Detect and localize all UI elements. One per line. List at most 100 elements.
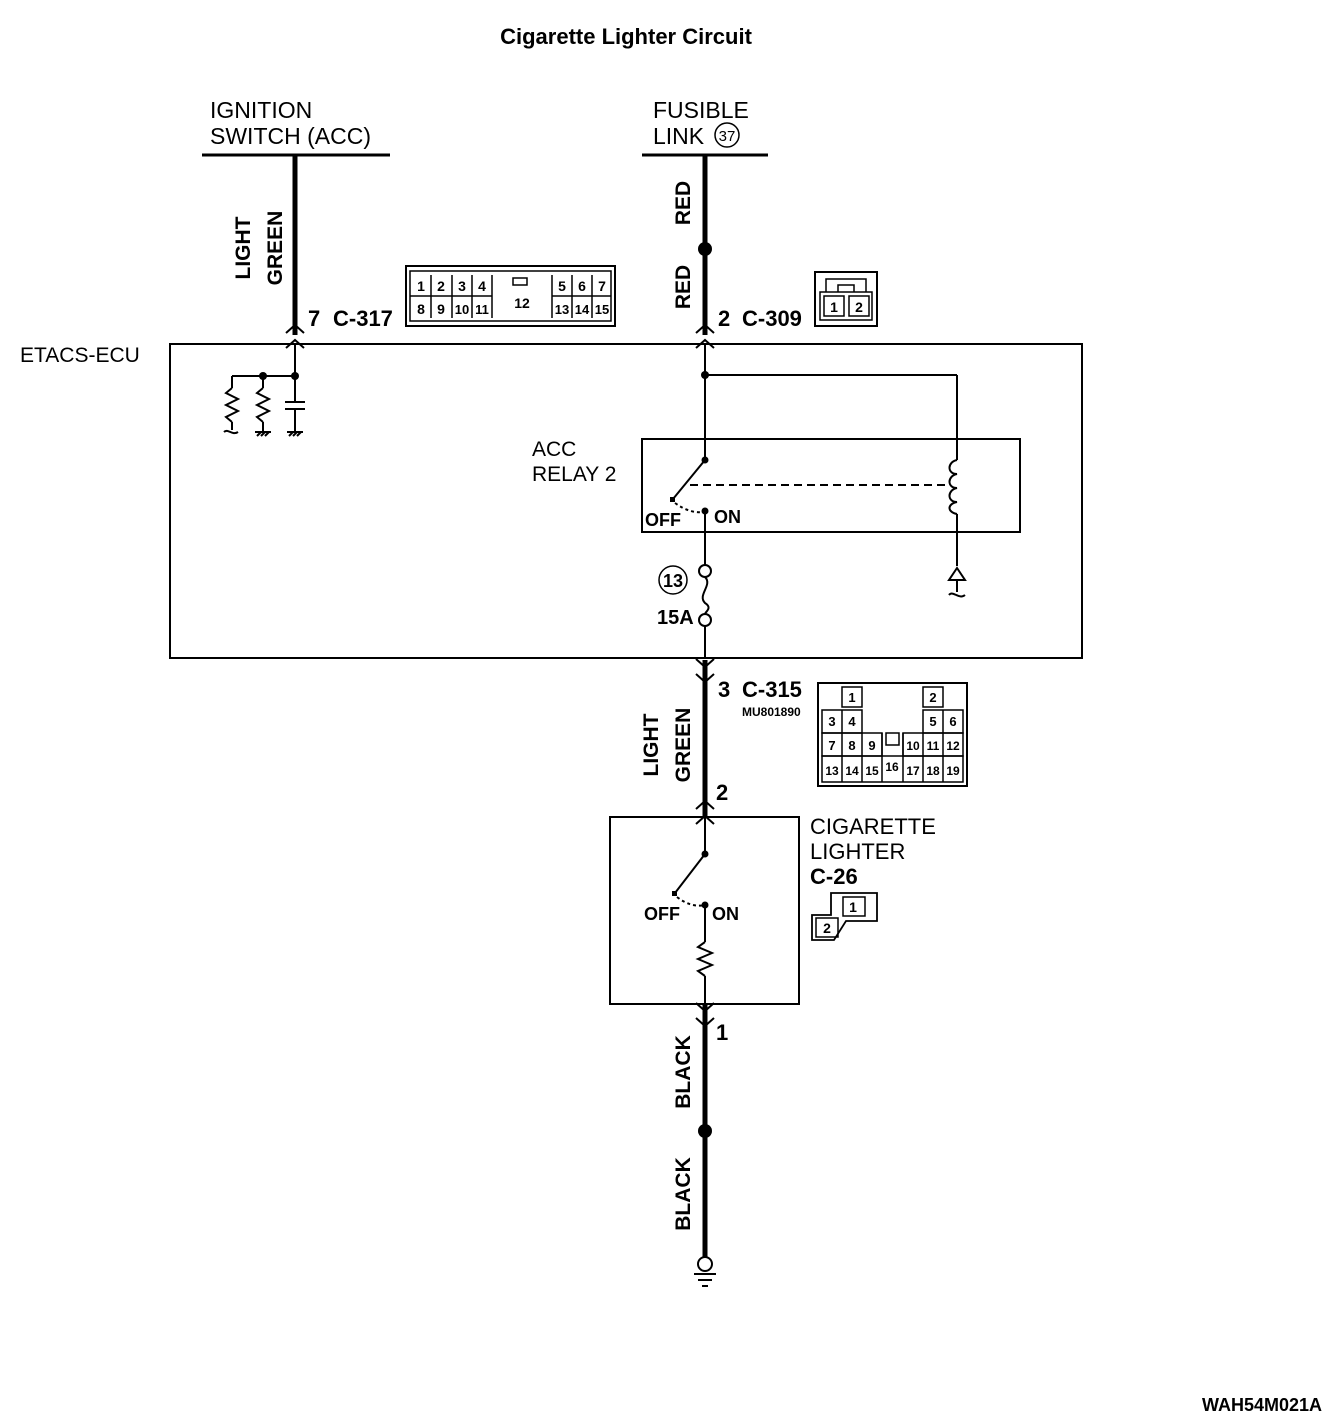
c315-pin: 18 [926, 764, 940, 778]
c26-pin-bottom: 1 [716, 1020, 728, 1045]
relay-switch-travel [674, 502, 706, 514]
c317-terminal-arrow [285, 323, 305, 334]
c26-pin-box-1 [842, 896, 866, 917]
c317-connector-face: 1 2 3 4 12 5 6 7 8 9 10 11 13 14 15 [405, 265, 616, 327]
acc-relay-box [641, 438, 1021, 533]
ecu-ground-hatch-1 [255, 431, 271, 437]
c315-part-number: MU801890 [742, 705, 801, 719]
c315-pin: 17 [906, 764, 920, 778]
c309-pin-1: 1 [830, 299, 838, 315]
c26-outline [811, 892, 878, 941]
c309-pin-number: 2 [718, 306, 730, 331]
fuse-number: 13 [663, 571, 683, 591]
c315-pin: 13 [825, 764, 839, 778]
c26-pin-box-2 [815, 917, 839, 938]
c317-pin-11: 11 [475, 302, 489, 317]
c309-connector-name: C-309 [742, 306, 802, 331]
c26-pin-2: 2 [823, 920, 831, 936]
c26-pin-1: 1 [849, 899, 857, 915]
c317-latch [512, 277, 528, 286]
c315-pin: 14 [845, 764, 859, 778]
fusible-link-label-2: LINK [653, 123, 705, 149]
lighter-feed-wire-color-line2: GREEN [672, 708, 695, 783]
ecu-box [169, 343, 1083, 659]
c317-pin-9: 9 [437, 301, 445, 317]
c315-pin: 16 [885, 760, 899, 774]
cigarette-lighter-label-1: CIGARETTE [810, 814, 936, 839]
c315-pin: 9 [868, 738, 875, 753]
acc-relay-label-1: ACC [532, 438, 576, 461]
relay-driver-symbol [947, 566, 967, 581]
c315-pin: 3 [828, 714, 835, 729]
ecu-label: ETACS-ECU [20, 344, 140, 367]
ground-point-circle [697, 1256, 713, 1272]
c317-pin-5: 5 [558, 278, 566, 294]
c317-pin-6: 6 [578, 278, 586, 294]
lighter-feed-wire-color: LIGHT GREEN [640, 708, 695, 783]
c309-terminal-arrow-2 [695, 338, 715, 349]
c315-pin: 1 [848, 690, 855, 705]
relay-switch-blade [672, 459, 706, 500]
relay-switch-off-contact [670, 497, 675, 502]
c315-pin: 5 [929, 714, 936, 729]
ecu-resistor-2 [254, 387, 272, 423]
lighter-switch-off-contact [672, 891, 677, 896]
c317-pin-15: 15 [595, 302, 609, 317]
c317-terminal-arrow-2 [285, 338, 305, 349]
c26-pin-top: 2 [716, 780, 728, 805]
ignition-wire-color-line1: LIGHT [232, 216, 255, 279]
c317-pin-10: 10 [455, 302, 469, 317]
c315-pin: 6 [949, 714, 956, 729]
c317-pin-2: 2 [437, 278, 445, 294]
c26-connector-name: C-26 [810, 864, 858, 889]
fusible-wire-color-lower-text: RED [672, 265, 695, 309]
ignition-switch-label-1: IGNITION [210, 97, 312, 123]
c315-pin: 2 [929, 690, 936, 705]
c315-pin: 11 [927, 739, 940, 753]
c317-pin-4: 4 [478, 278, 486, 294]
c309-latch [825, 278, 867, 292]
c315-pin: 8 [848, 738, 855, 753]
ecu-resistor-1 [223, 387, 241, 423]
c26-connector-face: 1 2 [811, 892, 878, 941]
c315-latch [885, 732, 900, 746]
fusible-wire-color-upper-text: RED [672, 181, 695, 225]
fuse-element [701, 576, 710, 615]
c309-connector-face: 1 2 [814, 271, 878, 327]
relay-driver-end [948, 592, 966, 598]
ecu-resistor-1-end [223, 422, 239, 435]
c309-outer [814, 271, 878, 327]
c317-pin-14: 14 [575, 302, 590, 317]
fuse-number-circle [658, 565, 688, 595]
c315-pin: 10 [906, 739, 920, 753]
lighter-on-label: ON [712, 904, 739, 924]
ground-wire-color-lower-text: BLACK [672, 1157, 695, 1231]
c315-pin-number: 3 [718, 677, 730, 702]
figure-code: WAH54M021A [1202, 1395, 1322, 1415]
c315-pin: 4 [848, 714, 856, 729]
ground-wire-color-lower: BLACK [672, 1157, 695, 1231]
fuse-rating: 15A [657, 607, 694, 629]
c315-outer [817, 682, 968, 787]
c315-pin: 12 [946, 739, 960, 753]
c317-pin-1: 1 [417, 278, 425, 294]
fusible-wire-color-lower: RED [672, 265, 695, 309]
c315-connector-name: C-315 [742, 677, 802, 702]
c309-inner [819, 291, 873, 321]
relay-on-label: ON [714, 507, 741, 527]
cigarette-lighter-label-2: LIGHTER [810, 839, 905, 864]
c317-connector-name: C-317 [333, 306, 393, 331]
c315-pin: 19 [946, 764, 960, 778]
ground-wire-color-upper: BLACK [672, 1035, 695, 1109]
c315-cell [922, 686, 944, 708]
c309-pin-box-2 [848, 295, 870, 317]
acc-relay-label-2: RELAY 2 [532, 463, 616, 486]
c317-pin-7: 7 [598, 278, 606, 294]
lighter-feed-wire-color-line1: LIGHT [640, 713, 663, 776]
fuse-terminal-top [698, 564, 712, 578]
lighter-switch-blade [674, 853, 706, 894]
ground-wire-color-upper-text: BLACK [672, 1035, 695, 1109]
lighter-heating-element [695, 941, 715, 977]
ecu-ground-hatch-2 [287, 431, 303, 437]
lighter-switch-travel [676, 896, 706, 907]
